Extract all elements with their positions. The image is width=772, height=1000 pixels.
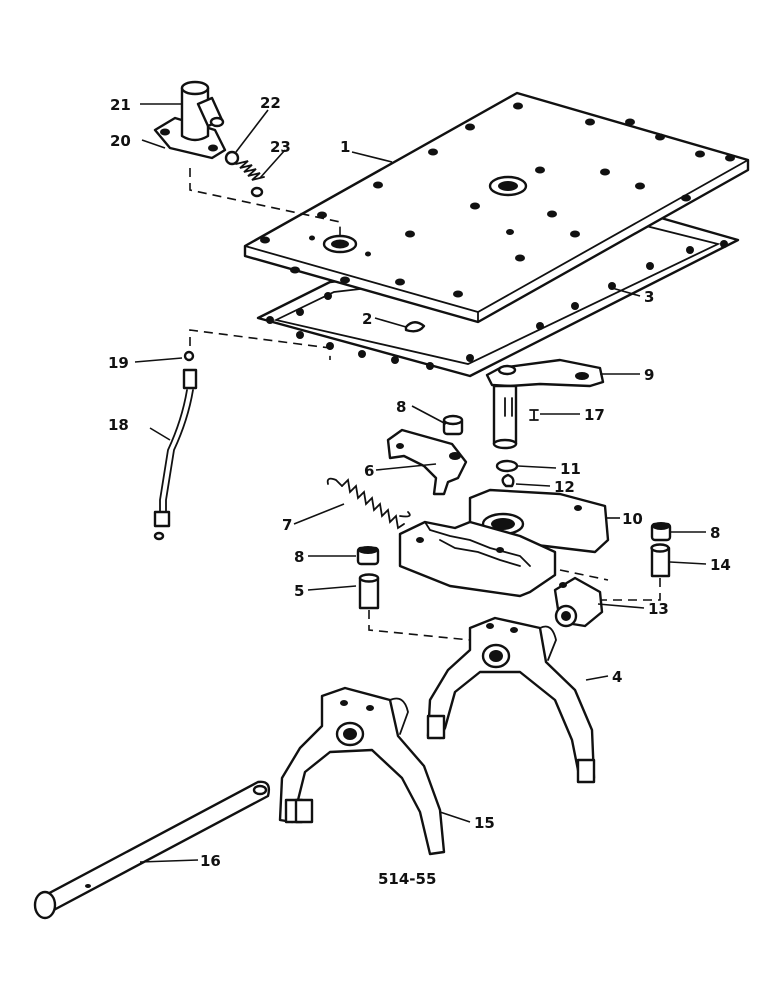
callout-14: 14 [710,556,731,574]
cover-plate [243,91,750,324]
bushing-8-upper [442,414,464,436]
callout-15: 15 [474,814,495,832]
lever-9 [485,358,605,450]
leader-lines [134,103,707,863]
callout-23: 23 [270,138,291,156]
sleeve-5 [358,573,380,610]
shift-fork-4 [426,616,596,784]
figure-code: 514-55 [378,870,436,888]
callout-7: 7 [282,516,292,534]
shaft-16 [33,780,271,920]
spring-7 [326,477,411,530]
callout-8-left: 8 [294,548,304,566]
callout-labels: 1 2 3 4 5 6 7 8 8 8 9 10 11 12 13 14 15 … [108,94,731,888]
washer-11 [495,459,519,473]
callout-6: 6 [364,462,374,480]
arm-6 [386,428,468,496]
shift-fork-15 [278,686,446,856]
callout-3: 3 [644,288,654,306]
ball-and-spring [224,150,265,198]
callout-12: 12 [554,478,575,496]
interlock-plate [398,520,557,598]
oil-tube [153,350,198,541]
callout-19: 19 [108,354,129,372]
callout-8-upper: 8 [396,398,406,416]
callout-18: 18 [108,416,129,434]
bushing-8-left [356,546,380,566]
bushing-8-right [650,522,672,542]
callout-9: 9 [644,366,654,384]
callout-17: 17 [584,406,605,424]
block-13 [553,576,604,628]
clip-12 [501,473,515,488]
callout-16: 16 [200,852,221,870]
callout-4: 4 [612,668,622,686]
pin-17 [529,409,539,421]
callout-22: 22 [260,94,281,112]
callout-10: 10 [622,510,643,528]
callout-13: 13 [648,600,669,618]
breather-fitting [153,80,227,160]
sleeve-14 [650,543,671,578]
callout-21: 21 [110,96,131,114]
callout-8-right: 8 [710,524,720,542]
washer-2 [404,321,426,333]
callout-2: 2 [362,310,372,328]
callout-5: 5 [294,582,304,600]
callout-11: 11 [560,460,581,478]
callout-1: 1 [340,138,350,156]
alignment-lines [189,168,661,641]
callout-20: 20 [110,132,131,150]
